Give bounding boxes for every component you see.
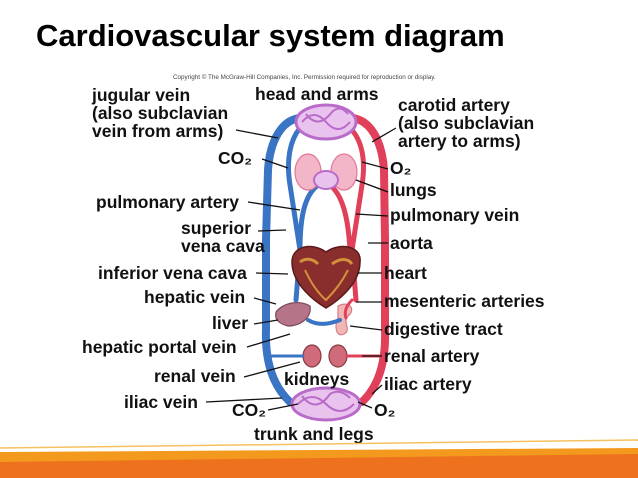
leader-hepatic-portal — [246, 333, 291, 348]
label-heart: heart — [384, 263, 427, 283]
label-carotid-artery-line3: artery to arms) — [398, 131, 521, 151]
label-jugular-vein: jugular vein — [91, 85, 190, 105]
label-inferior-vena-cava: inferior vena cava — [98, 263, 247, 283]
label-superior-vena-cava-line2: vena cava — [181, 236, 265, 256]
leader-hepatic-vein — [253, 297, 277, 305]
kidneys-organ — [302, 344, 348, 368]
label-renal-artery: renal artery — [384, 346, 480, 366]
trunk-capillary-bed — [290, 386, 362, 422]
label-iliac-artery: iliac artery — [384, 374, 472, 394]
label-head-and-arms: head and arms — [255, 84, 379, 104]
leader-renal-vein — [243, 361, 301, 378]
leader-inferior-vena-cava — [255, 272, 289, 275]
liver-organ — [275, 302, 311, 327]
leader-liver — [253, 319, 279, 325]
label-liver: liver — [212, 313, 248, 333]
label-jugular-vein-line3: vein from arms) — [92, 121, 223, 141]
leader-iliac-artery — [371, 384, 383, 395]
lungs-organ — [294, 153, 358, 191]
label-pulmonary-vein: pulmonary vein — [390, 205, 519, 225]
digestive-tract-organ — [335, 303, 353, 336]
footer-decoration — [0, 439, 638, 478]
head-capillary-bed — [294, 103, 358, 141]
label-iliac-vein: iliac vein — [124, 392, 198, 412]
leader-o2-bottom — [357, 401, 373, 409]
systemic-vein-path — [261, 114, 304, 406]
copyright-notice: Copyright © The McGraw-Hill Companies, I… — [173, 73, 436, 81]
label-carotid-artery-line2: (also subclavian — [398, 113, 534, 133]
leader-co2-bottom — [267, 403, 299, 411]
leader-carotid — [371, 127, 397, 143]
label-pulmonary-artery: pulmonary artery — [96, 192, 239, 212]
label-co2-bottom: CO₂ — [232, 400, 266, 420]
mesenteric-vessel — [343, 298, 354, 320]
label-digestive-tract: digestive tract — [384, 319, 503, 339]
label-jugular-vein-line2: (also subclavian — [92, 103, 228, 123]
label-renal-vein: renal vein — [154, 366, 236, 386]
leader-co2-top — [261, 158, 289, 169]
label-aorta: aorta — [390, 233, 433, 253]
pulmonary-artery-vessel — [297, 182, 321, 253]
leader-o2-top — [361, 161, 389, 170]
leader-digestive — [349, 325, 383, 331]
label-trunk-and-legs: trunk and legs — [254, 424, 374, 444]
label-mesenteric-arteries: mesenteric arteries — [384, 291, 545, 311]
label-kidneys: kidneys — [284, 369, 349, 389]
heart-organ — [291, 245, 361, 309]
label-hepatic-vein: hepatic vein — [144, 287, 245, 307]
leader-pulmonary-vein — [355, 213, 389, 217]
leader-lungs — [355, 179, 389, 193]
leader-superior-vena-cava — [257, 229, 287, 232]
systemic-artery-path — [348, 114, 390, 406]
label-lungs: lungs — [390, 180, 437, 200]
leader-iliac-vein — [205, 397, 283, 403]
label-carotid-artery: carotid artery — [398, 95, 510, 115]
label-hepatic-portal-vein: hepatic portal vein — [82, 337, 237, 357]
label-superior-vena-cava: superior — [181, 218, 251, 238]
label-o2-top: O₂ — [390, 158, 411, 178]
pulmonary-vein-vessel — [327, 182, 353, 253]
leader-jugular — [235, 129, 279, 139]
leader-pulmonary-artery — [247, 201, 301, 211]
artery-inner-path — [347, 125, 366, 303]
label-co2-top: CO₂ — [218, 148, 252, 168]
vein-inner-path — [285, 125, 303, 303]
portal-vessel — [306, 318, 342, 326]
label-o2-bottom: O₂ — [374, 400, 395, 420]
slide-title: Cardiovascular system diagram — [36, 18, 505, 53]
